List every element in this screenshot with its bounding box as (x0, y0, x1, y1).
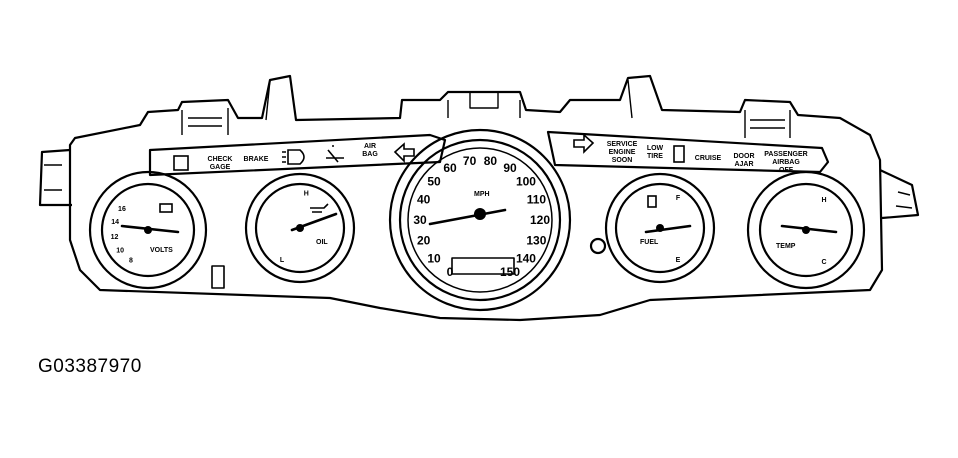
temp-tick-label: C (821, 259, 826, 266)
volts-tick-label: 12 (111, 234, 119, 241)
oil-label: OIL (316, 239, 328, 246)
seatbelt-icon (326, 145, 344, 163)
fuel-tick-label: E (676, 257, 681, 264)
speedometer-tick-label: 110 (527, 192, 547, 206)
odometer-window (451, 257, 515, 275)
oil-tick-label: H (304, 191, 309, 198)
left-warning-strip (148, 133, 447, 177)
volts-battery-icon (159, 203, 173, 213)
headlamp-icon (282, 149, 305, 165)
speed-needle (428, 208, 507, 226)
volts-tick-label: 8 (129, 257, 133, 264)
left-turn-arrow-icon (393, 142, 415, 163)
speedometer-tick-label: 120 (530, 213, 550, 227)
temp-gauge-bezel (746, 170, 866, 290)
wiper-icon (173, 155, 189, 171)
speedometer-tick-label: 0 (447, 265, 454, 279)
speedometer-tick-label: 40 (417, 192, 431, 206)
speedometer-tick-label: 90 (503, 161, 517, 175)
left-bracket (38, 148, 72, 207)
temp-label: TEMP (776, 243, 796, 250)
speedometer-tick-label: 20 (417, 234, 431, 248)
speedometer-tick-label: 50 (427, 174, 441, 188)
speedometer-tick-label: 130 (526, 234, 546, 248)
volts-gauge-face (100, 182, 196, 278)
speedometer-unit: MPH (474, 191, 490, 198)
volts-gauge-bezel (88, 170, 208, 290)
speedometer-ring (398, 138, 562, 302)
volts-tick-label: 14 (111, 219, 119, 226)
right-strip-label: CRUISE (695, 155, 722, 162)
fuel-gauge-bezel (604, 172, 716, 284)
fuel-gauge-pump-icon (647, 195, 657, 208)
trip-reset-knob (589, 237, 607, 255)
temp-tick-label: H (821, 197, 826, 204)
oil-tick-label: L (280, 257, 285, 264)
left-strip-label: BRAKE (244, 156, 269, 163)
temp-gauge-face (758, 182, 854, 278)
volts-tick-label: 16 (118, 206, 126, 213)
speedometer-face (407, 147, 553, 293)
speedometer-tick-label: 140 (516, 252, 536, 266)
speedometer-tick-label: 60 (443, 161, 457, 175)
figure-id: G03387970 (38, 356, 142, 377)
fuel-needle (644, 224, 692, 234)
right-turn-arrow-icon (573, 133, 595, 154)
fuel-tick-label: F (676, 195, 681, 202)
oil-can-icon (310, 203, 329, 213)
fuel-label: FUEL (640, 239, 659, 246)
speedometer-tick-label: 10 (427, 252, 441, 266)
right-warning-strip (546, 130, 830, 174)
fuel-pump-icon (673, 145, 685, 163)
speedometer-tick-label: 30 (413, 213, 427, 227)
speedometer-tick-label: 100 (516, 174, 536, 188)
speedometer-tick-label: 150 (500, 265, 520, 279)
volts-tick-label: 10 (116, 248, 124, 255)
right-bracket (879, 169, 920, 220)
volts-label: VOLTS (150, 247, 173, 254)
speedometer-tick-label: 70 (463, 154, 477, 168)
housing-outline (68, 74, 884, 322)
speedometer-tick-label: 80 (484, 154, 498, 168)
oil-gauge-face (254, 182, 346, 274)
oil-gauge-bezel (244, 172, 356, 284)
speedometer-bezel (388, 128, 572, 312)
fuel-gauge-face (614, 182, 706, 274)
